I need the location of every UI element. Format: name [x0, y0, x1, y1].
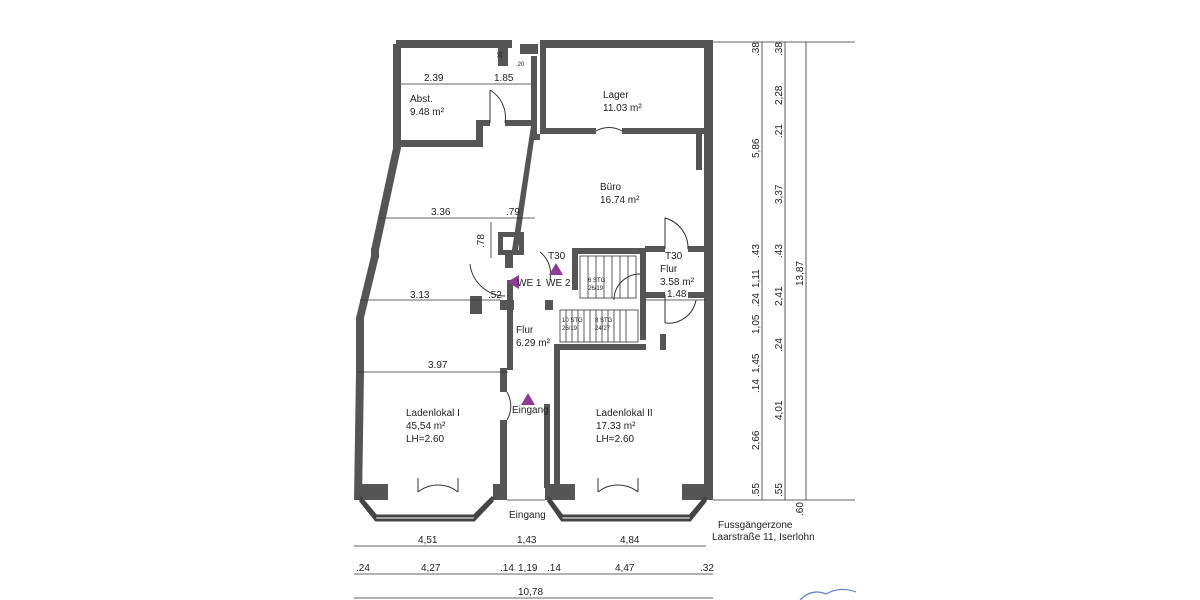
room-lager-area: 11.03 m² [603, 103, 642, 114]
dim-r1-2: .43 [751, 244, 762, 258]
dim-r1-0: .38 [751, 42, 762, 56]
room-abst-name: Abst. [410, 94, 433, 105]
stair-top-sub: 26/19 [588, 286, 604, 292]
t30-left-label: T30 [548, 251, 566, 262]
dim-r1-3: 1,11 [751, 269, 762, 288]
room-flur-lower-name: Flur [516, 325, 534, 336]
dim-1-48: 1.48 [667, 289, 687, 300]
we2-marker [549, 263, 563, 275]
dim-r2-0: .38 [774, 42, 785, 56]
dim-2-39: 2.39 [424, 73, 444, 84]
dim-b1-1: 1,43 [517, 535, 537, 546]
dim-r3-0: 13,87 [795, 261, 806, 286]
address-label: Laarstraße 11, Iserlohn [712, 532, 815, 543]
dim-b2-0: .24 [356, 563, 370, 574]
dim-r2-1: 2,28 [774, 85, 785, 105]
room-laden1-area: 45,54 m² [406, 421, 446, 432]
we1-marker [507, 275, 519, 289]
outer-walls [354, 40, 713, 500]
interior-dimension-lines [358, 83, 706, 373]
room-laden1-name: Ladenlokal I [406, 408, 460, 419]
dim-3-97: 3.97 [428, 360, 448, 371]
t30-right-label: T30 [665, 251, 683, 262]
dim-total-width: 10,78 [518, 587, 543, 598]
dim-0-20: .20 [516, 62, 525, 68]
room-laden1-height: LH=2.60 [406, 434, 445, 445]
dim-r1-1: 5,86 [751, 138, 762, 158]
room-laden2-area: 17.33 m² [596, 421, 636, 432]
dim-r2-6: .24 [774, 338, 785, 352]
stair-left-sub: 26/19 [562, 326, 578, 332]
dim-0-52: .52 [488, 290, 502, 301]
room-laden2-height: LH=2.60 [596, 434, 635, 445]
dim-1-85: 1.85 [494, 73, 514, 84]
room-flur-upper-name: Flur [660, 264, 678, 275]
right-dimension-labels: .38 5,86 .43 1,11 .24 1,05 .14 1,45 2,66… [751, 42, 806, 516]
dim-r1-5: 1,05 [751, 314, 762, 334]
stair-top-label: 6 STG [588, 278, 606, 284]
room-buero-area: 16.74 m² [600, 195, 640, 206]
dim-r2-5: 2,41 [774, 286, 785, 306]
dim-r2-3: 3,37 [774, 184, 785, 204]
we1-label: WE 1 [517, 278, 542, 289]
dim-r1-9: .55 [751, 483, 762, 497]
street-label: Fussgängerzone [718, 520, 793, 531]
room-flur-lower-area: 6.29 m² [516, 338, 551, 349]
dim-0-79: .79 [506, 207, 520, 218]
right-dimension-lines [713, 41, 855, 500]
dim-r2-7: 4,01 [774, 400, 785, 420]
interior-walls [396, 48, 712, 488]
dim-b2-6: .32 [700, 563, 714, 574]
dim-3-13: 3.13 [410, 290, 430, 301]
dim-0-78: .78 [476, 234, 487, 248]
dim-r1-7: 1,45 [751, 353, 762, 373]
dim-b2-4: .14 [547, 563, 561, 574]
bottom-dimension-labels: 4,51 1,43 4,84 .24 4,27 .14 1,19 .14 4,4… [356, 535, 714, 598]
dim-b2-1: 4,27 [421, 563, 441, 574]
dim-3-36: 3.36 [431, 207, 451, 218]
dim-b2-5: 4,47 [615, 563, 635, 574]
we2-label: WE 2 [546, 278, 571, 289]
dim-r1-8: 2,66 [751, 430, 762, 450]
room-labels: Abst. 9.48 m² Lager 11.03 m² Büro 16.74 … [406, 90, 695, 445]
entry-markers [507, 263, 563, 405]
stair-right-label: 8 STG [595, 318, 613, 324]
dim-0-35: .35 [498, 51, 504, 60]
misc-labels: WE 1 WE 2 T30 T30 Eingang Eingang 6 STG … [509, 251, 815, 543]
dim-r1-4: .24 [751, 293, 762, 307]
room-buero-name: Büro [600, 182, 622, 193]
interior-dimension-labels: 2.39 1.85 .35 .20 3.36 .79 .78 3.13 .52 … [410, 51, 687, 371]
stair-left-label: 10 STG [562, 318, 583, 324]
dim-b1-0: 4,51 [418, 535, 438, 546]
dim-b1-2: 4,84 [620, 535, 640, 546]
stair-right-sub: 24/27 [595, 326, 611, 332]
room-laden2-name: Ladenlokal II [596, 408, 653, 419]
room-abst-area: 9.48 m² [410, 107, 445, 118]
dim-r1-6: .14 [751, 379, 762, 393]
doors [417, 89, 697, 493]
staircase [559, 255, 639, 343]
dim-r2-8: .55 [774, 483, 785, 497]
bottom-dimension-lines [354, 545, 713, 599]
eingang-marker [521, 393, 535, 405]
dim-b2-3: 1,19 [518, 563, 538, 574]
dim-r2-2: .21 [774, 124, 785, 138]
room-flur-upper-area: 3.58 m² [660, 277, 695, 288]
dim-b2-2: .14 [500, 563, 514, 574]
shop-front-bays [358, 495, 855, 522]
eingang-inner-label: Eingang [512, 405, 549, 416]
dim-r2-4: .43 [774, 244, 785, 258]
room-lager-name: Lager [603, 90, 629, 101]
dim-r3-1: .60 [795, 502, 806, 516]
signature-mark [799, 588, 857, 600]
eingang-outer-label: Eingang [509, 510, 546, 521]
